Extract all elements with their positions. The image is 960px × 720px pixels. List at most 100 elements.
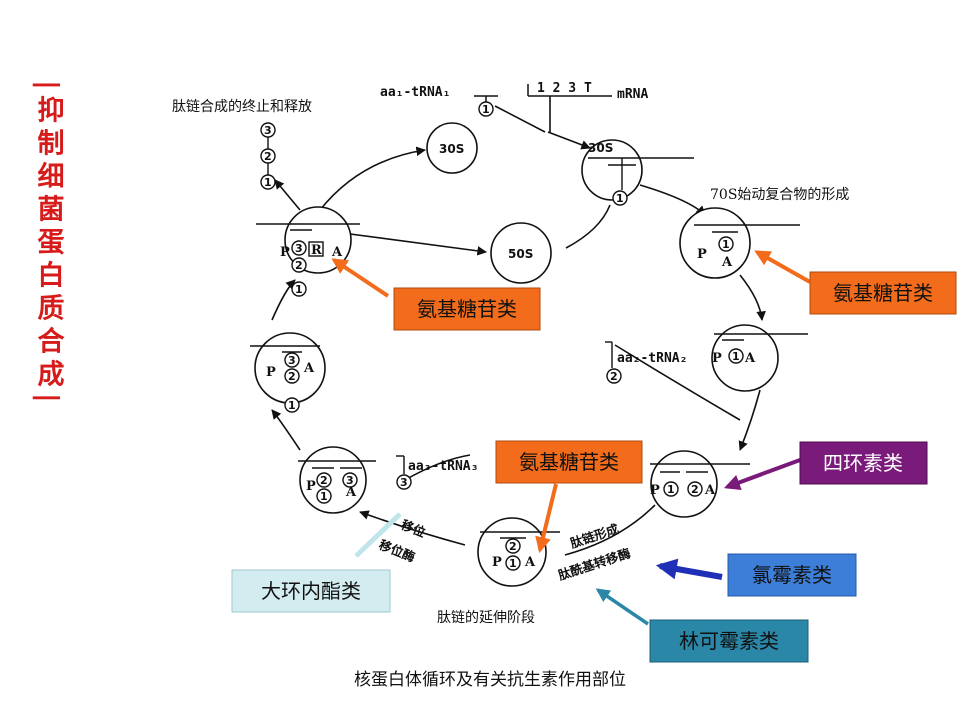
svg-text:1: 1 bbox=[320, 490, 328, 503]
drug-box-chloramphenicol: 氯霉素类 bbox=[727, 553, 857, 597]
svg-text:林可霉素类: 林可霉素类 bbox=[679, 630, 779, 653]
svg-text:2: 2 bbox=[320, 474, 328, 487]
macrolide-arrow bbox=[354, 512, 402, 558]
drug-box-macrolide: 大环内酯类 bbox=[231, 569, 391, 613]
svg-text:P: P bbox=[712, 351, 722, 366]
svg-text:2: 2 bbox=[295, 259, 303, 272]
drug-box-tetracycline: 四环素类 bbox=[799, 441, 928, 485]
peptidyl-transferase-label: 肽酰基转移酶 bbox=[556, 545, 632, 583]
svg-text:2: 2 bbox=[509, 540, 517, 553]
mrna-codons: 1 2 3 T bbox=[537, 81, 592, 96]
svg-text:氨基糖苷类: 氨基糖苷类 bbox=[519, 451, 619, 474]
svg-text:A: A bbox=[303, 361, 315, 376]
svg-text:2: 2 bbox=[691, 483, 699, 496]
aa1-trna1: aa₁-tRNA₁ 1 bbox=[380, 85, 498, 117]
ribosome-aa2-entry: P 1 A bbox=[711, 324, 808, 392]
aa3-trna3: aa₃-tRNA₃ 3 bbox=[396, 455, 478, 490]
svg-text:aa₃-tRNA₃: aa₃-tRNA₃ bbox=[408, 459, 478, 474]
elongation-label: 肽链的延伸阶段 bbox=[437, 610, 535, 626]
drug-box-aminoglycoside-2: 氨基糖苷类 bbox=[809, 271, 957, 315]
ring-arc-top-left bbox=[319, 146, 426, 211]
svg-text:30S: 30S bbox=[439, 142, 464, 156]
svg-text:A: A bbox=[744, 351, 756, 366]
ring-arc-top-right bbox=[639, 184, 706, 216]
ribosome-aa3-entry: P 2 1 3 A bbox=[298, 446, 376, 514]
svg-text:R: R bbox=[311, 243, 322, 258]
translocation-label: 移位 bbox=[399, 517, 428, 540]
aminoglycoside-arrow-3 bbox=[535, 483, 558, 554]
lincomycin-arrow bbox=[595, 588, 649, 626]
antibiotic-arrows bbox=[331, 250, 811, 626]
side-title-text: |抑制细菌蛋白质合成| bbox=[33, 80, 65, 409]
svg-text:1: 1 bbox=[732, 350, 740, 363]
mrna-label: mRNA bbox=[617, 87, 648, 102]
aminoglycoside-arrow-2 bbox=[754, 250, 811, 284]
svg-text:1: 1 bbox=[288, 399, 296, 412]
svg-text:1: 1 bbox=[509, 557, 517, 570]
subunit-50s: 50S bbox=[490, 222, 552, 284]
svg-text:3: 3 bbox=[346, 474, 354, 487]
initiation-label: 70S始动复合物的形成 bbox=[710, 186, 849, 203]
svg-text:3: 3 bbox=[400, 476, 408, 489]
ring-arc-right-lower bbox=[738, 389, 761, 451]
ring-arc-bottom-right bbox=[564, 504, 656, 556]
ring-arc-left-lower bbox=[271, 409, 301, 451]
svg-text:1: 1 bbox=[616, 192, 624, 205]
aa3-entry bbox=[404, 454, 471, 481]
aa2-entry bbox=[614, 344, 741, 421]
svg-text:3: 3 bbox=[264, 124, 272, 137]
aa1-to-30s bbox=[494, 105, 546, 133]
peptide-formation-label: 肽链形成 bbox=[568, 521, 621, 551]
svg-text:50S: 50S bbox=[508, 247, 533, 261]
to-50s-arrow bbox=[334, 231, 487, 256]
ribosome-initiation: P 1 A bbox=[679, 207, 800, 279]
svg-text:A: A bbox=[721, 255, 733, 270]
svg-text:2: 2 bbox=[264, 150, 272, 163]
svg-text:A: A bbox=[704, 483, 716, 498]
side-title: |抑制细菌蛋白质合成| bbox=[33, 80, 65, 409]
svg-text:1: 1 bbox=[264, 176, 272, 189]
svg-text:2: 2 bbox=[610, 370, 618, 383]
svg-text:P: P bbox=[650, 483, 660, 498]
drug-box-aminoglycoside-1: 氨基糖苷类 bbox=[393, 287, 541, 331]
subunit-30s-bound: 30S 1 bbox=[581, 139, 694, 206]
from-50s-arrow bbox=[565, 204, 611, 249]
to-30s-join bbox=[547, 131, 591, 150]
svg-text:A: A bbox=[345, 485, 357, 500]
svg-text:P: P bbox=[306, 479, 316, 494]
svg-text:1: 1 bbox=[667, 483, 675, 496]
ribosome-elongation: P 2 1 A bbox=[477, 517, 560, 587]
svg-text:P: P bbox=[492, 555, 502, 570]
ring-arc-right-upper bbox=[739, 274, 766, 321]
svg-text:1: 1 bbox=[722, 238, 730, 251]
svg-text:A: A bbox=[524, 555, 536, 570]
svg-text:大环内酯类: 大环内酯类 bbox=[261, 580, 361, 603]
svg-text:3: 3 bbox=[288, 354, 296, 367]
svg-text:1: 1 bbox=[482, 103, 490, 116]
svg-text:30S: 30S bbox=[588, 141, 613, 155]
cycle-ring bbox=[271, 96, 766, 556]
translocase-label: 移位酶 bbox=[377, 537, 418, 565]
svg-text:A: A bbox=[331, 245, 343, 260]
svg-text:P: P bbox=[697, 247, 707, 262]
mrna-strand: 1 2 3 T mRNA bbox=[527, 81, 648, 102]
aa2-trna2: aa₂-tRNA₂ 2 bbox=[605, 341, 687, 384]
aminoglycoside-arrow-1 bbox=[331, 258, 390, 298]
svg-text:aa₂-tRNA₂: aa₂-tRNA₂ bbox=[617, 351, 687, 366]
svg-text:氨基糖苷类: 氨基糖苷类 bbox=[833, 282, 933, 305]
tetracycline-arrow bbox=[723, 458, 801, 491]
aa1-trna-label: aa₁-tRNA₁ bbox=[380, 85, 450, 100]
termination-label: 肽链合成的终止和释放 bbox=[172, 99, 312, 115]
chloramphenicol-arrow bbox=[655, 558, 723, 580]
svg-text:P: P bbox=[266, 365, 276, 380]
ribosome-peptide-formation: P 1 2 A bbox=[650, 450, 750, 518]
ring-arc-bottom-left bbox=[359, 510, 466, 546]
svg-text:四环素类: 四环素类 bbox=[823, 452, 903, 475]
svg-text:1: 1 bbox=[295, 283, 303, 296]
svg-text:3: 3 bbox=[295, 242, 303, 255]
svg-text:氯霉素类: 氯霉素类 bbox=[752, 564, 832, 587]
ribosome-left: P 3 2 1 A bbox=[250, 332, 326, 413]
subunit-30s-free: 30S bbox=[426, 122, 478, 174]
svg-text:氨基糖苷类: 氨基糖苷类 bbox=[417, 298, 517, 321]
